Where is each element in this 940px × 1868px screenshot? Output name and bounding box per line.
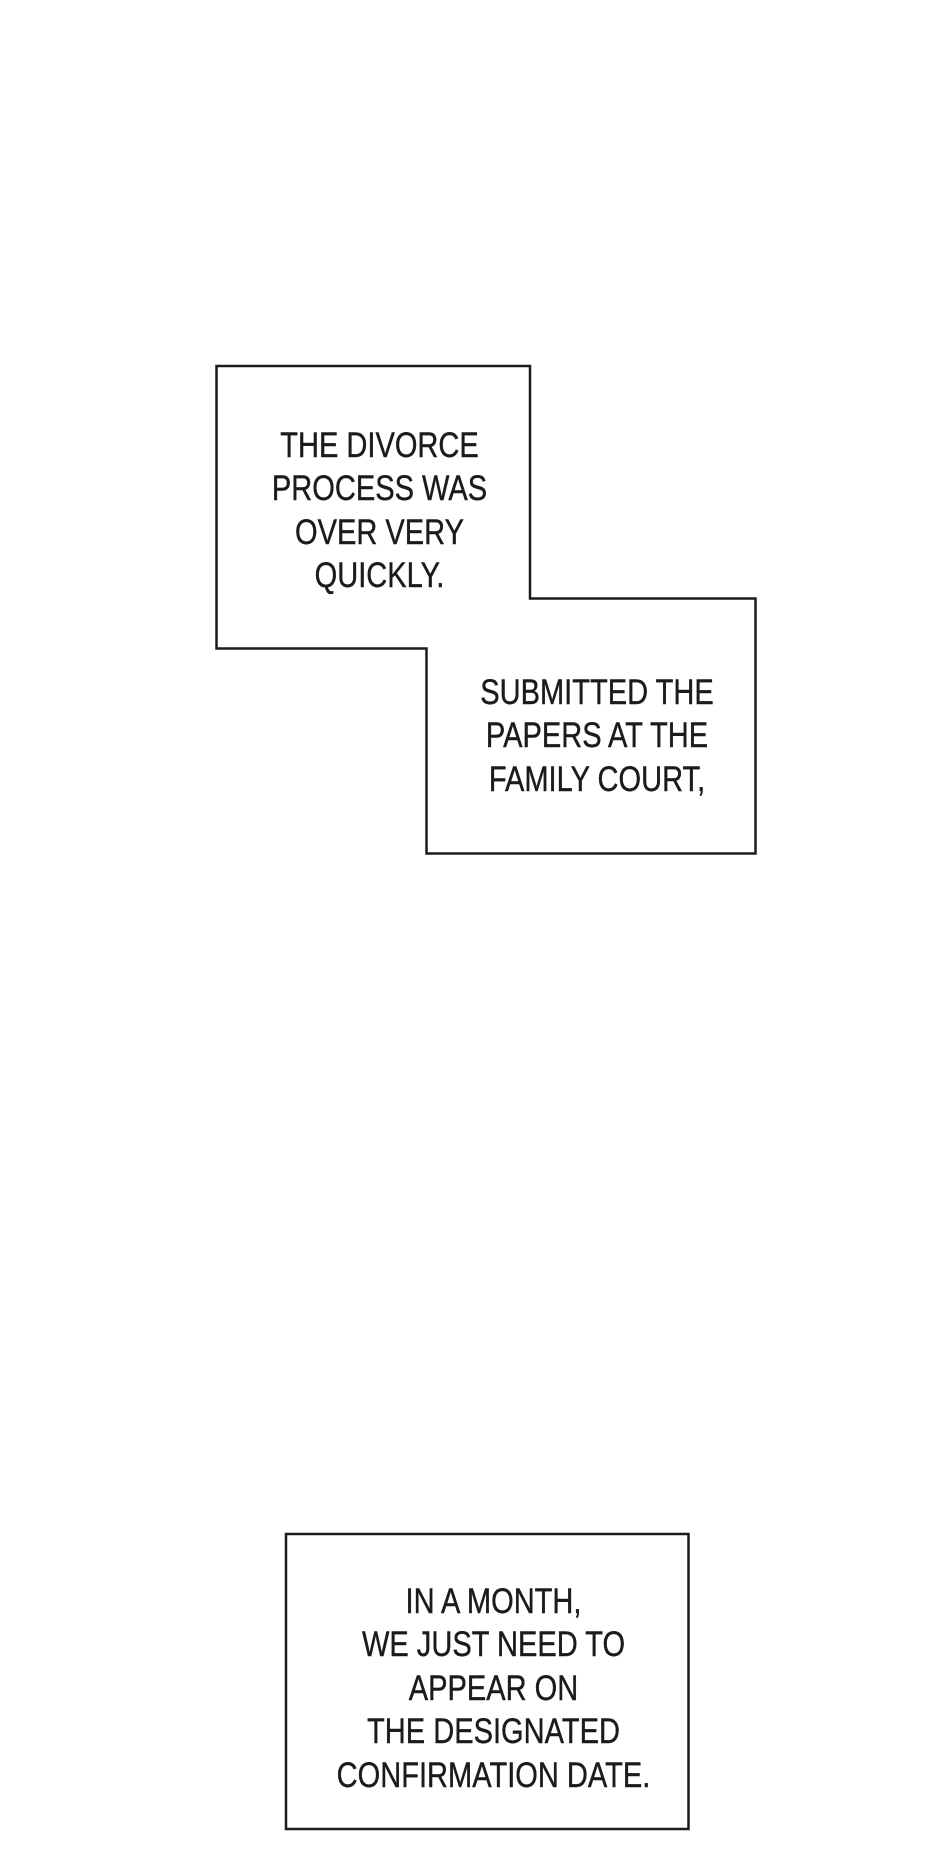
text-line: QUICKLY.	[314, 556, 445, 595]
text-line: PAPERS AT THE	[485, 716, 709, 756]
speech-text-confirmation: IN A MONTH, WE JUST NEED TO APPEAR ON TH…	[326, 1580, 660, 1798]
speech-panel-outline-bottom	[284, 1532, 690, 1831]
text-line: APPEAR ON	[408, 1668, 579, 1708]
text-line: FAMILY COURT,	[488, 759, 706, 799]
text-line: OVER VERY	[295, 512, 464, 552]
text-line: CONFIRMATION DATE.	[336, 1755, 651, 1795]
speech-box-confirmation: IN A MONTH, WE JUST NEED TO APPEAR ON TH…	[292, 1541, 695, 1836]
speech-text-divorce: THE DIVORCE PROCESS WAS OVER VERY QUICKL…	[250, 424, 510, 598]
speech-panel-outline-top-pair	[215, 364, 757, 855]
text-line: WE JUST NEED TO	[361, 1625, 626, 1665]
text-line: THE DESIGNATED	[367, 1712, 620, 1752]
text-line: IN A MONTH,	[405, 1581, 582, 1621]
speech-box-divorce: THE DIVORCE PROCESS WAS OVER VERY QUICKL…	[223, 369, 536, 652]
speech-box-submitted: SUBMITTED THE PAPERS AT THE FAMILY COURT…	[433, 609, 761, 863]
text-line: THE DIVORCE	[280, 425, 479, 465]
speech-text-submitted: SUBMITTED THE PAPERS AT THE FAMILY COURT…	[461, 671, 733, 802]
text-line: PROCESS WAS	[271, 469, 488, 508]
text-line: SUBMITTED THE	[480, 672, 714, 712]
